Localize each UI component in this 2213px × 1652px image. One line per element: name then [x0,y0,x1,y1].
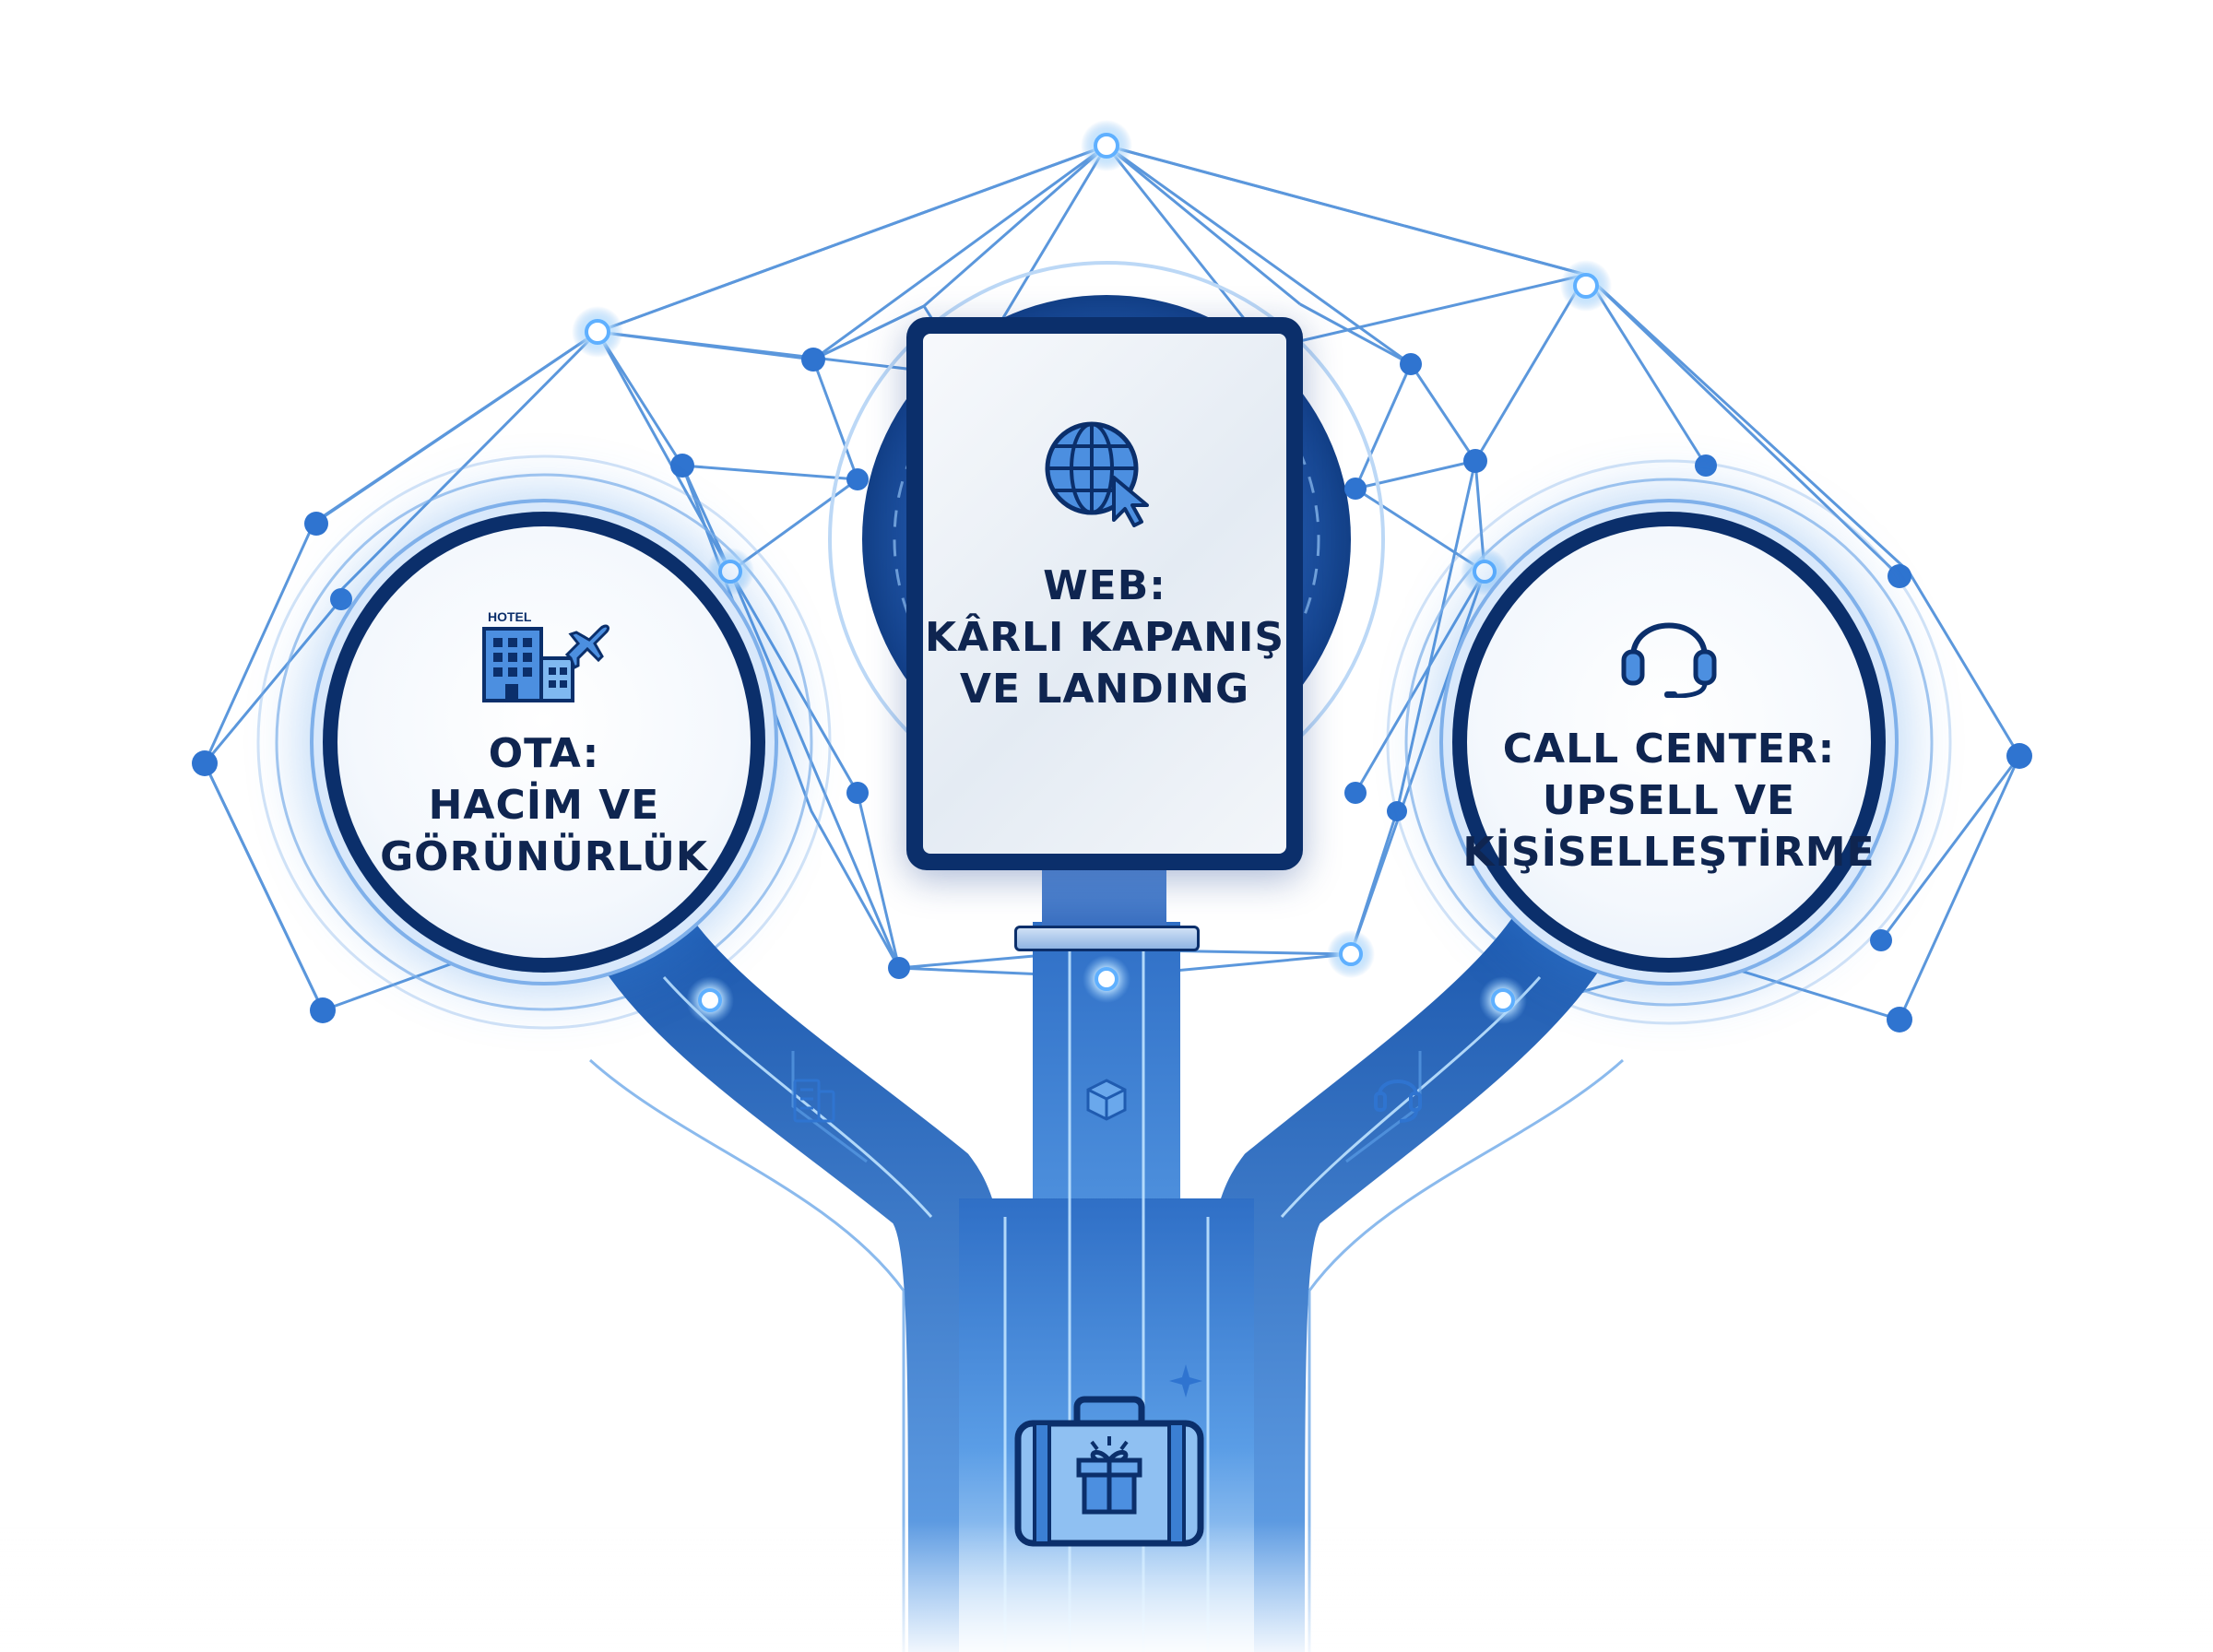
call-center-title: CALL CENTER: [1502,726,1836,773]
cube-icon [1086,1079,1127,1121]
hotel-airplane-icon: HOTEL [482,609,609,702]
glow-nodes [572,120,1612,1024]
tablet-screen: WEB: KÂRLI KAPANIŞ VE LANDING [923,334,1286,854]
ota-node: HOTEL OTA: HACİM VE GÖRÜNÜRLÜK [323,512,765,973]
web-subtitle-line1: KÂRLI KAPANIŞ [924,614,1285,661]
ota-subtitle-line1: HACİM VE [428,782,660,829]
call-center-subtitle-line2: KİŞİSELLEŞTİRME [1462,829,1876,876]
web-title: WEB: [1043,562,1166,609]
tablet-stand-base [1014,926,1200,951]
hotel-sign: HOTEL [488,609,532,624]
hotel-icon [793,1079,835,1123]
ota-title: OTA: [488,730,600,777]
gift-suitcase-icon [1014,1396,1204,1547]
headset-icon [1621,622,1717,698]
call-center-subtitle-line1: UPSELL VE [1542,777,1796,824]
call-center-node: CALL CENTER: UPSELL VE KİŞİSELLEŞTİRME [1452,512,1886,973]
tablet-stand [1042,870,1166,926]
mesh-nodes [192,348,2032,1032]
ota-subtitle-line2: GÖRÜNÜRLÜK [380,833,708,880]
ring-decor [256,454,1952,1030]
web-tablet: WEB: KÂRLI KAPANIŞ VE LANDING [906,317,1303,870]
web-subtitle-line2: VE LANDING [959,666,1250,713]
sparkle-icon [1169,1364,1202,1398]
globe-cursor-icon [1045,421,1149,527]
headset-small-icon [1374,1080,1422,1123]
